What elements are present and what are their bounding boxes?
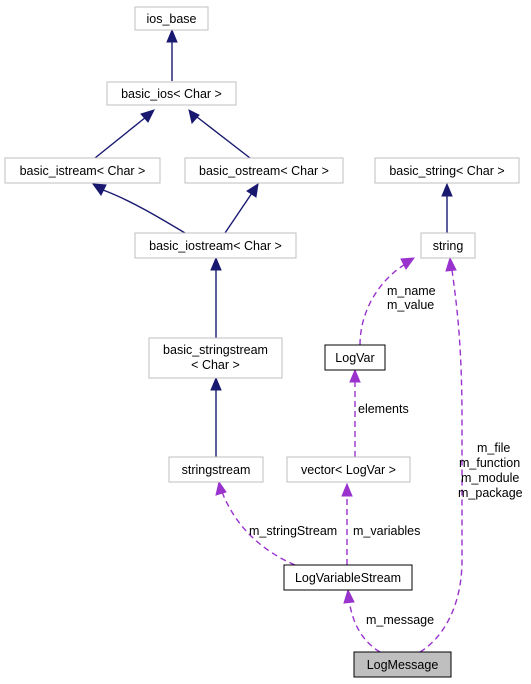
arrowhead-basic-string xyxy=(441,182,453,197)
edge-basic-ios-to-basic-istream xyxy=(94,116,147,159)
arrowhead-basic-iostream xyxy=(210,256,222,271)
node-basic-ios[interactable]: basic_ios< Char > xyxy=(106,81,237,106)
node-label: basic_string< Char > xyxy=(389,164,504,178)
node-label: basic_iostream< Char > xyxy=(149,239,282,253)
arrowhead-basic-ios-right xyxy=(188,109,200,125)
node-label: LogVar xyxy=(335,351,374,365)
arrowhead-basic-ostream xyxy=(246,182,259,198)
edge-stringstream-to-logvariablestream xyxy=(221,491,296,566)
arrowhead-basic-istream xyxy=(91,183,107,196)
node-label: basic_ostream< Char > xyxy=(199,164,329,178)
label-m-variables: m_variables xyxy=(353,524,420,538)
edge-string-to-logmessage xyxy=(419,269,463,653)
arrowhead-string-from-logvar xyxy=(400,257,416,270)
label-elements: elements xyxy=(358,402,409,416)
arrowhead-basic-ios-left xyxy=(140,109,155,123)
arrowhead-stringstream xyxy=(215,480,227,496)
arrowhead-logvar xyxy=(349,368,361,383)
node-basic-iostream[interactable]: basic_iostream< Char > xyxy=(134,232,297,259)
inheritance-edges xyxy=(91,28,453,457)
node-vector-logvar[interactable]: vector< LogVar > xyxy=(286,456,411,483)
node-label: string xyxy=(433,239,464,253)
edge-basic-ios-to-basic-ostream xyxy=(196,116,251,159)
usage-edges xyxy=(215,256,463,653)
arrowhead-logvariablestream xyxy=(343,588,355,604)
label-m-package: m_package xyxy=(458,486,523,500)
arrowhead-basic-stringstream xyxy=(210,376,222,391)
node-ios-base[interactable]: ios_base xyxy=(134,6,209,31)
node-stringstream[interactable]: stringstream xyxy=(168,456,264,483)
node-label: basic_ios< Char > xyxy=(121,87,222,101)
node-basic-istream[interactable]: basic_istream< Char > xyxy=(4,157,161,184)
node-string[interactable]: string xyxy=(420,232,476,259)
node-basic-ostream[interactable]: basic_ostream< Char > xyxy=(184,157,344,184)
edge-basic-istream-to-basic-iostream xyxy=(102,189,186,234)
node-label: basic_istream< Char > xyxy=(20,164,146,178)
node-logvar[interactable]: LogVar xyxy=(324,344,386,371)
label-m-message: m_message xyxy=(366,613,434,627)
label-m-file: m_file xyxy=(477,441,510,455)
node-label: LogVariableStream xyxy=(295,571,401,585)
node-label: vector< LogVar > xyxy=(301,463,396,477)
node-label-line-1: basic_stringstream xyxy=(163,343,268,357)
label-m-value: m_value xyxy=(387,298,434,312)
node-basic-stringstream[interactable]: basic_stringstream < Char > xyxy=(148,337,283,379)
label-m-function: m_function xyxy=(459,456,520,470)
node-label: LogMessage xyxy=(367,658,439,672)
edge-basic-ostream-to-basic-iostream xyxy=(224,192,253,234)
arrowhead-vector xyxy=(341,482,353,497)
edge-labels: m_name m_value elements m_stringStream m… xyxy=(249,284,523,627)
node-basic-string[interactable]: basic_string< Char > xyxy=(374,157,520,184)
node-label: stringstream xyxy=(182,463,251,477)
node-label: ios_base xyxy=(146,12,196,26)
node-logvariablestream[interactable]: LogVariableStream xyxy=(283,564,413,591)
arrowhead-ios-base xyxy=(166,28,178,43)
label-m-name: m_name xyxy=(387,284,436,298)
edge-logvariablestream-to-logmessage xyxy=(348,599,381,653)
label-m-stringstream: m_stringStream xyxy=(249,524,337,538)
node-label-line-2: < Char > xyxy=(191,358,240,372)
arrowhead-string-from-logmessage xyxy=(445,256,457,272)
label-m-module: m_module xyxy=(461,471,519,485)
edge-string-to-logvar xyxy=(359,264,405,346)
node-logmessage[interactable]: LogMessage xyxy=(353,651,452,678)
